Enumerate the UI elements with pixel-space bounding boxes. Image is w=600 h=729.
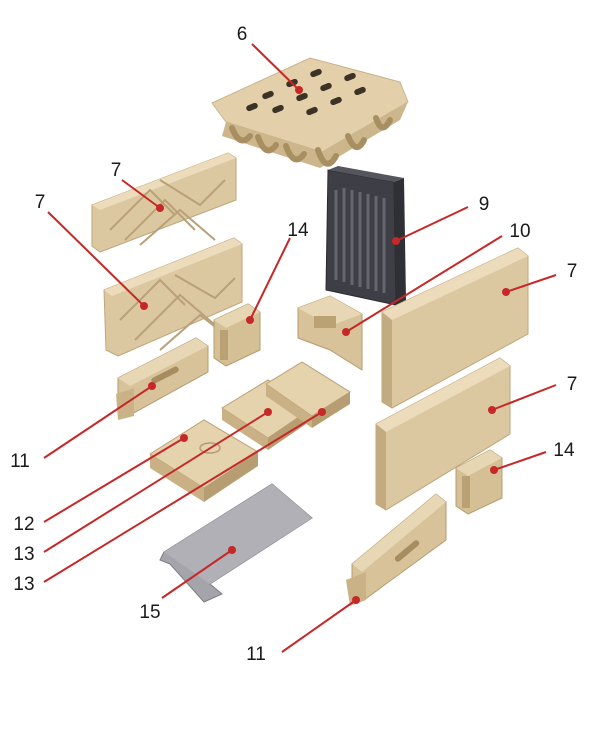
callout-14-left: 14 [246,220,309,324]
callout-9: 9 [392,194,489,245]
callout-13-a: 13 [13,408,272,565]
part-11-left-base-brick [116,337,209,420]
callout-11-label: 11 [10,451,30,472]
callout-10: 10 [342,221,531,336]
part-14-right-small-brick [455,449,503,515]
part-6-top-grate-brick [211,57,409,168]
part-9-cast-iron-back-plate [325,166,406,306]
callout-12-label: 12 [13,514,34,535]
callout-7-middle-left: 7 [35,192,148,310]
callout-13-label: 13 [13,544,34,565]
callout-6: 6 [237,24,303,94]
callout-7-label: 7 [111,160,122,181]
callout-9-label: 9 [479,194,490,215]
callout-12: 12 [13,434,188,535]
callout-10-label: 10 [509,221,530,242]
callout-14-right: 14 [490,440,575,474]
callout-7-label: 7 [567,374,578,395]
part-7-middle-left-brick [103,237,243,357]
callout-7-label: 7 [35,192,46,213]
part-13-base-tile-b [265,361,351,428]
callout-13-b: 13 [13,408,326,595]
callout-11-right: 11 [246,596,360,665]
callout-13-label: 13 [13,574,34,595]
callout-14-label: 14 [553,440,575,461]
part-7-upper-right-brick [381,247,529,409]
callout-7-upper-left: 7 [111,160,164,212]
callout-6-label: 6 [237,24,248,45]
callout-11-label: 11 [246,644,266,665]
part-7-upper-left-brick [91,152,237,253]
callout-15: 15 [139,546,236,623]
callout-14-label: 14 [287,220,309,241]
part-10-center-brick [297,295,363,371]
callout-11-left: 11 [10,382,156,472]
part-11-right-base-brick [346,493,447,606]
part-12-base-tile [149,419,259,502]
part-7-lower-right-brick [375,357,511,511]
callout-7-upper-right: 7 [502,261,577,296]
callout-7-label: 7 [567,261,578,282]
callout-7-lower-right: 7 [488,374,577,414]
callout-15-label: 15 [139,602,160,623]
